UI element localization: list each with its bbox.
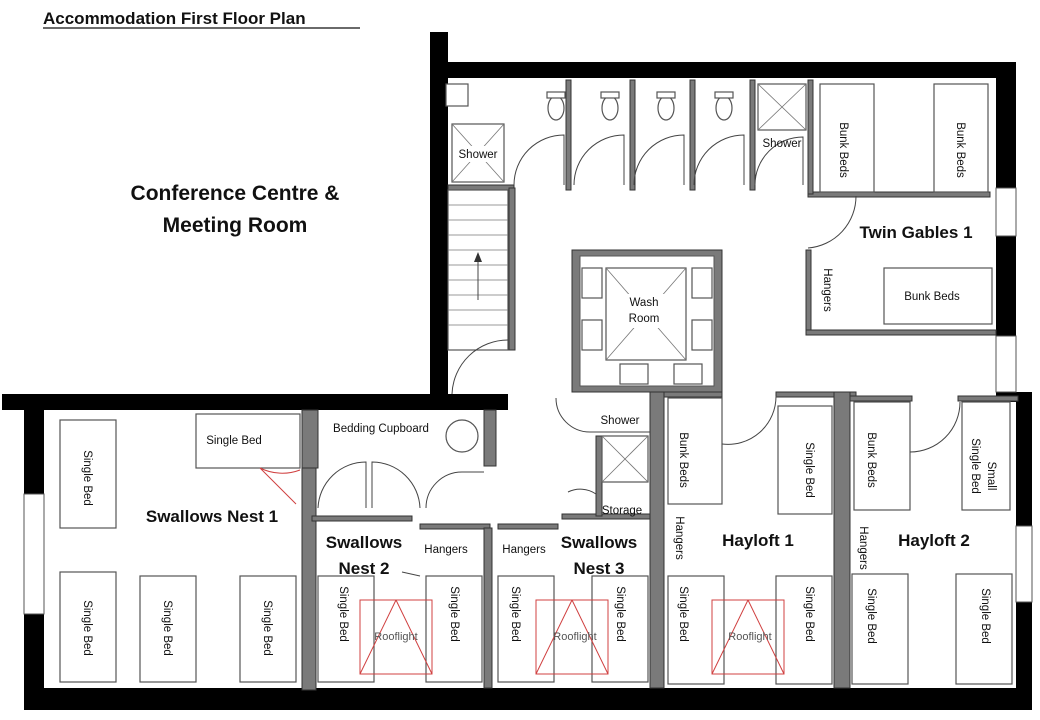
small-single-bed-label-2: Single Bed [969,438,981,494]
shower-label: Shower [601,415,640,427]
rooflight-1: Rooflight [359,599,433,675]
single-bed-label: Single Bed [614,586,626,642]
shower-label: Shower [763,138,802,150]
rooflight-2: Rooflight [535,599,609,675]
bedding-cupboard: Bedding Cupboard [317,419,484,509]
basin-icon [691,267,713,299]
room-label-swallows-nest-3-line1: Swallows [561,533,638,552]
rooflight-label: Rooflight [374,631,417,643]
small-single-bed-label-1: Small [985,462,997,491]
room-hayloft-2: Bunk Beds Small Single Bed Single Bed Si… [851,401,1013,685]
tank-icon [445,419,479,453]
hangers-label: Hangers [673,516,685,560]
room-hayloft-1: Bunk Beds Single Bed Single Bed Single B… [667,395,833,685]
bunk-beds-label: Bunk Beds [904,291,960,303]
room-label-swallows-nest-1: Swallows Nest 1 [146,507,278,526]
single-bed-label: Single Bed [337,586,349,642]
single-bed-label: Single Bed [509,586,521,642]
wash-room-label-1: Wash [630,297,659,309]
room-label-hayloft-1: Hayloft 1 [722,531,794,550]
rooflight-3: Rooflight [711,599,785,675]
window-east-2 [995,335,1017,393]
staircase [447,189,509,395]
hangers-label: Hangers [502,544,546,556]
single-bed-label: Single Bed [81,450,93,506]
room-twin-gables-1: Bunk Beds Bunk Beds Bunk Beds Hangers Tw… [807,83,993,325]
storage-label: Storage [602,505,642,517]
single-bed-label: Single Bed [803,442,815,498]
shower-label: Shower [459,149,498,161]
room-swallows-nest-1: Single Bed Single Bed Single Bed Single … [59,413,301,683]
bunk-beds-label: Bunk Beds [954,122,966,178]
basin-icon [673,363,703,385]
toilet-cistern-icon [546,91,566,99]
toilet-icon [715,95,733,121]
single-bed-label: Single Bed [803,586,815,642]
stair-arrow-icon [474,252,482,262]
single-bed-label: Single Bed [81,600,93,656]
room-swallows-nest-3: Single Bed Single Bed Hangers Swallows N… [497,533,649,683]
basin-icon [581,267,603,299]
basin-icon [619,363,649,385]
conference-label-line1: Conference Centre & [131,182,340,205]
room-label-swallows-nest-2-line1: Swallows [326,533,403,552]
rooflight-label: Rooflight [728,631,771,643]
bedding-cupboard-label: Bedding Cupboard [333,423,429,435]
room-label-swallows-nest-3-line2: Nest 3 [573,559,624,578]
room-label-hayloft-2: Hayloft 2 [898,531,970,550]
basin-icon [445,83,469,107]
single-bed-label: Single Bed [677,586,689,642]
basin-icon [691,319,713,351]
shower-storage: Shower Storage [555,397,650,517]
bunk-beds-label: Bunk Beds [865,432,877,488]
single-bed-label: Single Bed [261,600,273,656]
toilet-icon [657,95,675,121]
shower-right: Shower [757,83,807,150]
hangers-label: Hangers [821,268,833,312]
single-bed-label: Single Bed [448,586,460,642]
wash-room: Wash Room [581,267,713,385]
single-bed-label: Single Bed [865,588,877,644]
bunk-beds-label: Bunk Beds [837,122,849,178]
room-label-twin-gables-1: Twin Gables 1 [859,223,972,242]
single-bed-label: Single Bed [979,588,991,644]
plan-title: Accommodation First Floor Plan [43,9,306,28]
hangers-label: Hangers [424,544,468,556]
window-east-3 [1015,525,1033,603]
outer-walls [2,32,1032,710]
basin-icon [581,319,603,351]
hangers-label: Hangers [857,526,869,570]
rooflight-label: Rooflight [553,631,596,643]
toilet-icon [547,95,565,121]
single-bed-label: Single Bed [206,435,262,447]
toilet-icon [601,95,619,121]
room-label-swallows-nest-2-line2: Nest 2 [338,559,389,578]
wc-cubicles [445,79,814,195]
shower-left: Shower [451,123,505,183]
window-west [23,493,45,615]
single-bed-label: Single Bed [161,600,173,656]
window-east-1 [995,187,1017,237]
conference-label-line2: Meeting Room [163,214,308,237]
wash-room-label-2: Room [629,313,660,325]
bunk-beds-label: Bunk Beds [677,432,689,488]
